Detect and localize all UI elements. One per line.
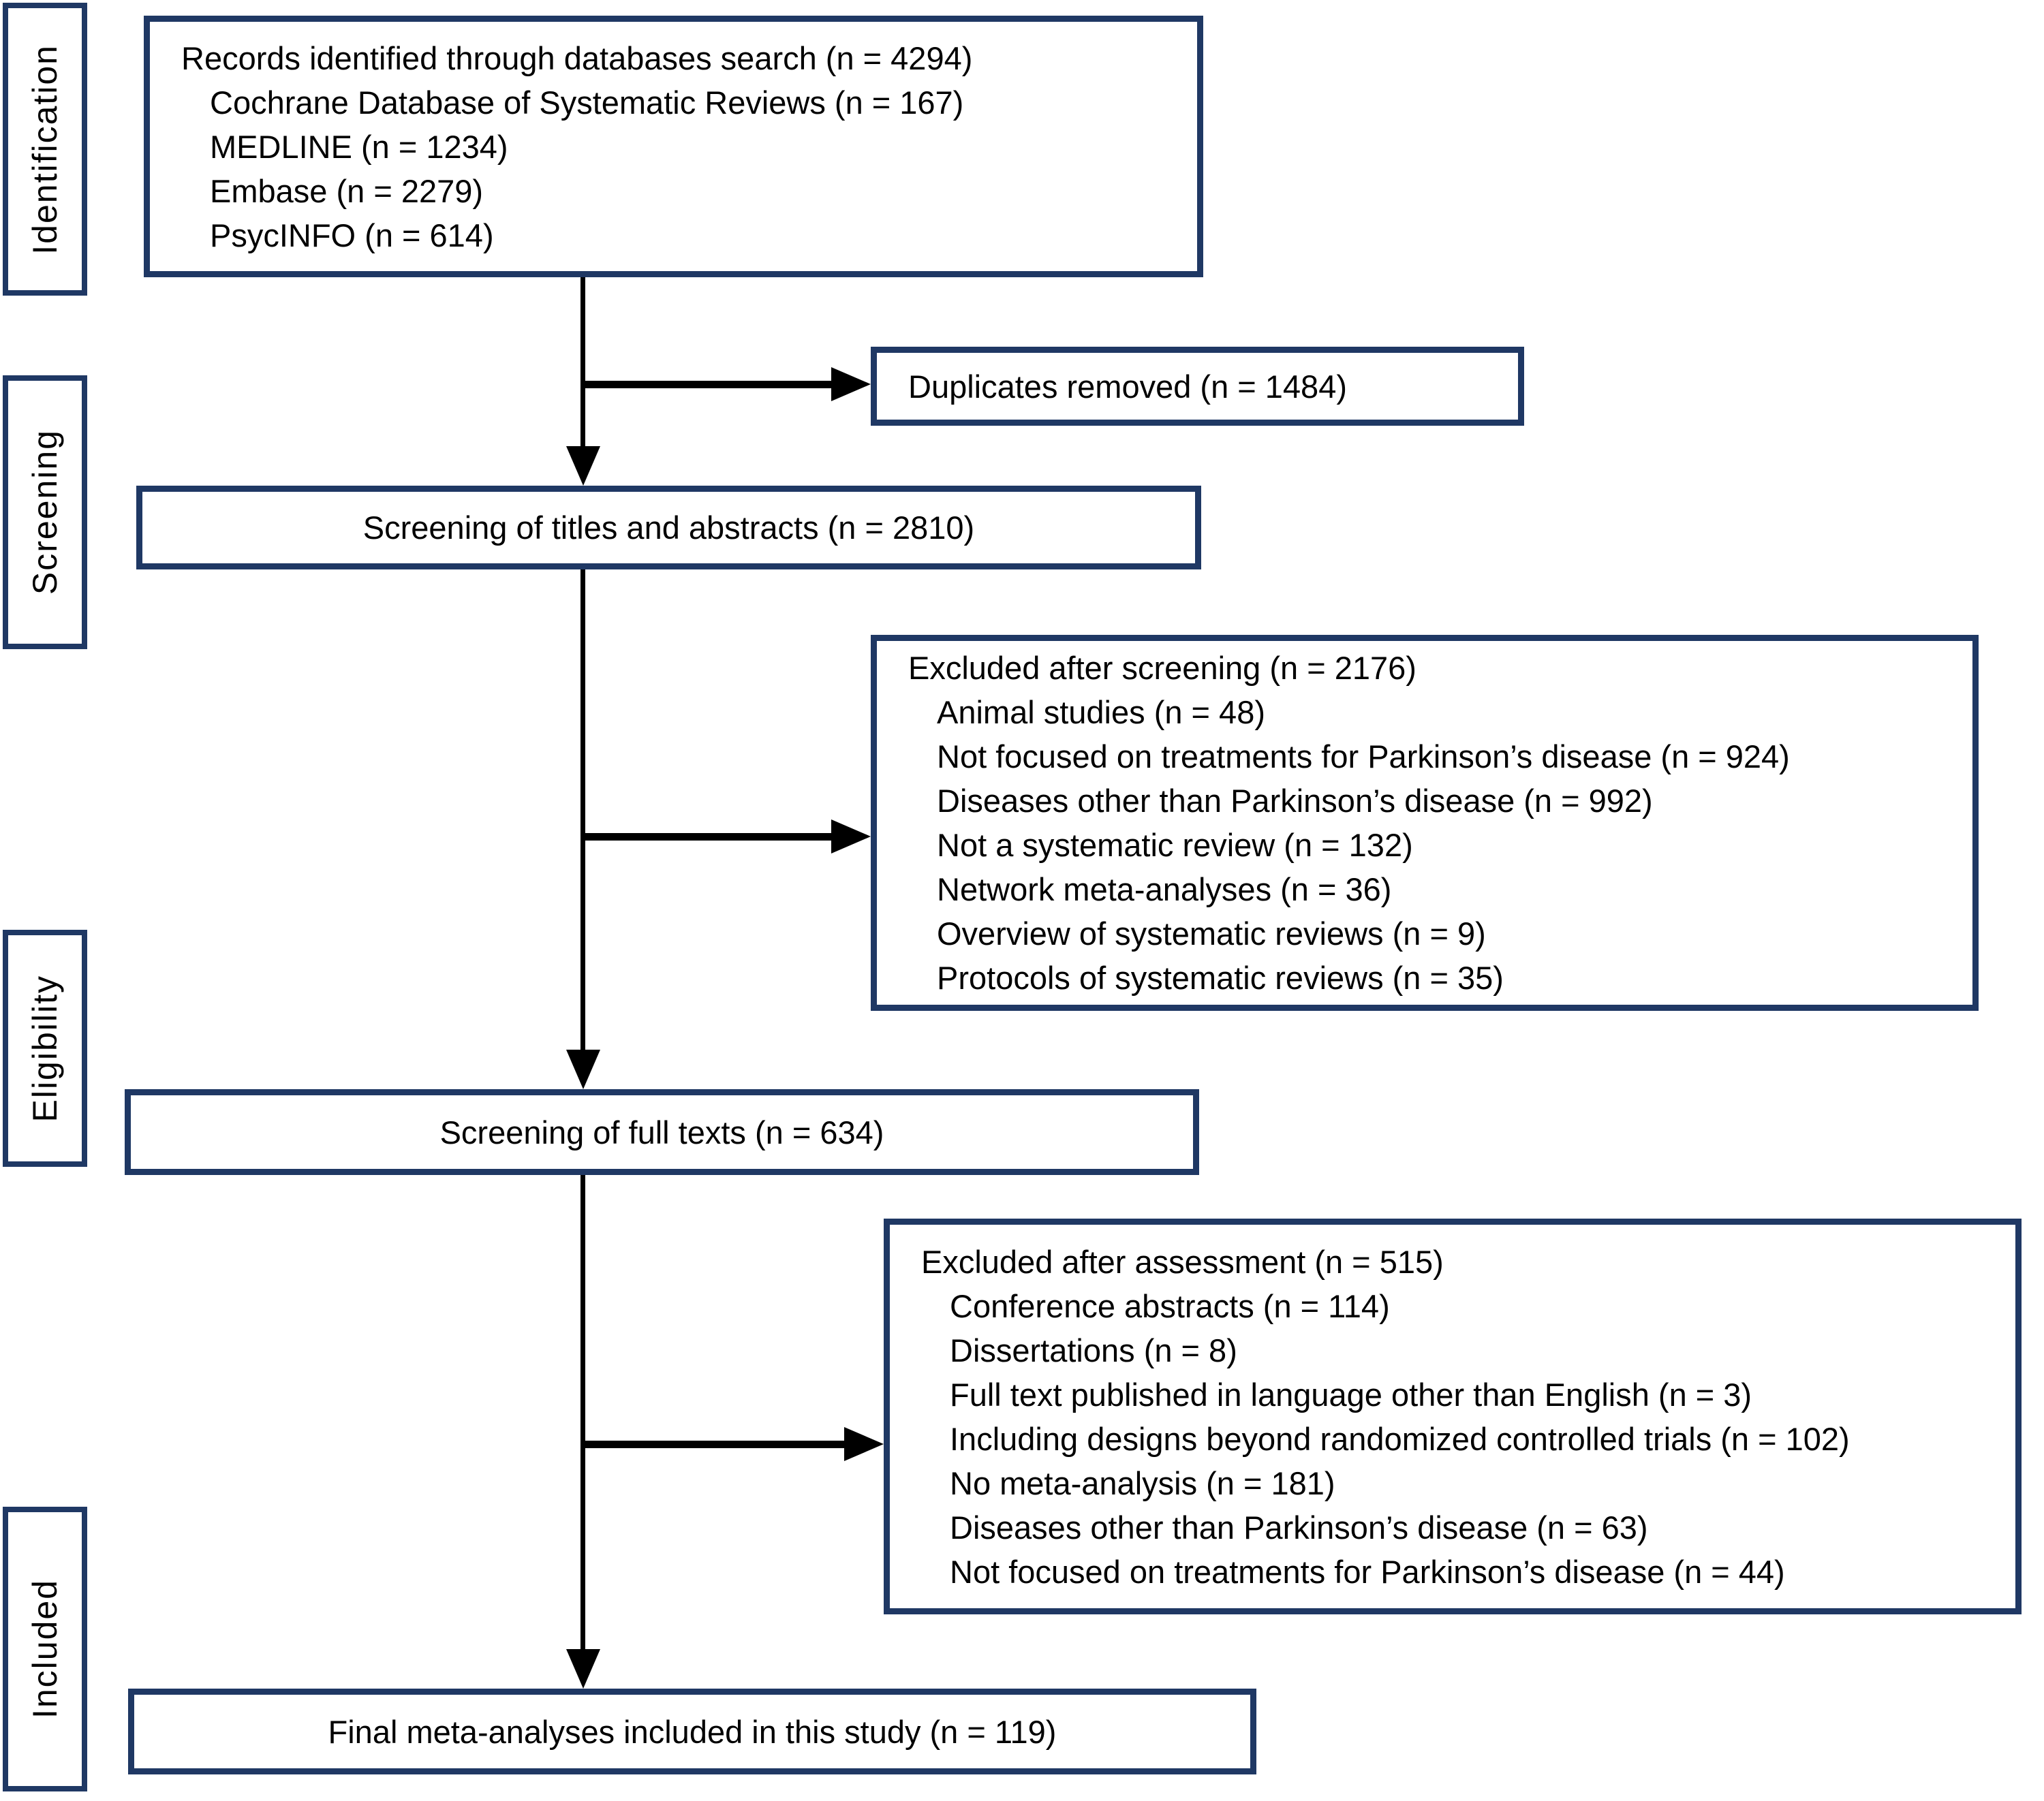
- records-source-medline: MEDLINE (n = 1234): [210, 128, 508, 165]
- records-identified-box: Records identified through databases sea…: [144, 16, 1203, 277]
- excluded-assessment-reason: Diseases other than Parkinson’s disease …: [950, 1509, 1648, 1546]
- excluded-assessment-reason: Including designs beyond randomized cont…: [950, 1420, 1850, 1457]
- flow-line-fulltext-to-final: [580, 1175, 585, 1652]
- duplicates-removed-box: Duplicates removed (n = 1484): [871, 347, 1524, 426]
- arrow-down-icon: [566, 1649, 600, 1689]
- stage-label-screening: Screening: [3, 375, 87, 649]
- final-included-text: Final meta-analyses included in this stu…: [328, 1713, 1057, 1750]
- excluded-assessment-reason: Not focused on treatments for Parkinson’…: [950, 1553, 1785, 1590]
- excluded-after-screening-box: Excluded after screening (n = 2176) Anim…: [871, 635, 1979, 1011]
- final-included-box: Final meta-analyses included in this stu…: [128, 1689, 1256, 1774]
- excluded-after-assessment-box: Excluded after assessment (n = 515) Conf…: [884, 1219, 2022, 1614]
- arrow-right-icon: [844, 1427, 884, 1461]
- stage-label-included: Included: [3, 1507, 87, 1791]
- branch-line-excluded-screening: [583, 833, 833, 841]
- excluded-screening-reason: Overview of systematic reviews (n = 9): [937, 915, 1486, 952]
- flow-line-screening-to-fulltext: [580, 569, 585, 1052]
- excluded-assessment-reason: Full text published in language other th…: [950, 1376, 1752, 1413]
- arrow-right-icon: [831, 367, 871, 401]
- stage-label-identification-text: Identification: [26, 44, 64, 255]
- stage-label-identification: Identification: [3, 3, 87, 296]
- duplicates-removed-text: Duplicates removed (n = 1484): [908, 368, 1347, 405]
- excluded-screening-reason: Diseases other than Parkinson’s disease …: [937, 783, 1653, 819]
- stage-label-screening-text: Screening: [26, 429, 64, 595]
- excluded-assessment-reason: Dissertations (n = 8): [950, 1332, 1237, 1368]
- stage-label-included-text: Included: [26, 1579, 64, 1719]
- excluded-screening-reason: Not a systematic review (n = 132): [937, 827, 1413, 863]
- full-text-screening-text: Screening of full texts (n = 634): [439, 1114, 884, 1150]
- arrow-down-icon: [566, 446, 600, 486]
- records-identified-title: Records identified through databases sea…: [181, 40, 973, 76]
- excluded-screening-reason: Animal studies (n = 48): [937, 694, 1265, 730]
- titles-abstracts-screening-text: Screening of titles and abstracts (n = 2…: [362, 510, 975, 546]
- branch-line-excluded-assessment: [583, 1441, 846, 1448]
- excluded-assessment-title: Excluded after assessment (n = 515): [921, 1243, 1444, 1280]
- records-source-cochrane: Cochrane Database of Systematic Reviews …: [210, 84, 964, 121]
- records-source-embase: Embase (n = 2279): [210, 172, 484, 209]
- excluded-screening-reason: Network meta-analyses (n = 36): [937, 871, 1392, 907]
- records-source-psycinfo: PsycINFO (n = 614): [210, 217, 494, 253]
- stage-label-eligibility: Eligibility: [3, 930, 87, 1167]
- branch-line-duplicates: [583, 381, 833, 388]
- excluded-assessment-reason: Conference abstracts (n = 114): [950, 1287, 1390, 1324]
- titles-abstracts-screening-box: Screening of titles and abstracts (n = 2…: [136, 486, 1201, 569]
- arrow-down-icon: [566, 1050, 600, 1089]
- full-text-screening-box: Screening of full texts (n = 634): [125, 1089, 1199, 1175]
- excluded-screening-reason: Protocols of systematic reviews (n = 35): [937, 960, 1504, 996]
- excluded-screening-title: Excluded after screening (n = 2176): [908, 650, 1416, 686]
- excluded-assessment-reason: No meta-analysis (n = 181): [950, 1465, 1335, 1501]
- excluded-screening-reason: Not focused on treatments for Parkinson’…: [937, 738, 1790, 774]
- stage-label-eligibility-text: Eligibility: [26, 974, 64, 1123]
- arrow-right-icon: [831, 819, 871, 853]
- flow-line-records-to-screening: [580, 277, 585, 449]
